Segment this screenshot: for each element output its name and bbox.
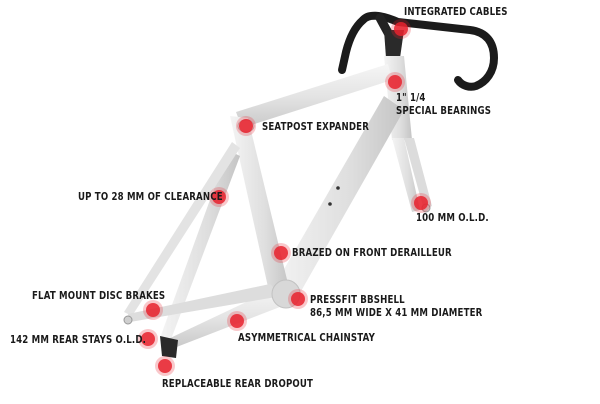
label-integrated-cables: INTEGRATED CABLES <box>404 6 508 19</box>
label-rear-dropout: REPLACEABLE REAR DROPOUT <box>162 378 313 391</box>
label-seatpost-expander-line1: SEATPOST EXPANDER <box>262 121 370 133</box>
rear-dropout-marker[interactable] <box>158 359 172 373</box>
label-rear-old-line1: 142 MM REAR STAYS O.L.D. <box>10 334 147 346</box>
stem <box>384 30 404 58</box>
label-disc-brakes-line1: FLAT MOUNT DISC BRAKES <box>32 290 166 302</box>
label-clearance: UP TO 28 MM OF CLEARANCE <box>78 191 223 204</box>
label-clearance-line1: UP TO 28 MM OF CLEARANCE <box>78 191 223 203</box>
label-disc-brakes: FLAT MOUNT DISC BRAKES <box>32 290 165 303</box>
integrated-cables-marker[interactable] <box>394 22 408 36</box>
label-bbshell-line1: PRESSFIT BBSHELL <box>310 294 405 306</box>
label-front-old-line1: 100 MM O.L.D. <box>416 212 489 224</box>
label-front-old: 100 MM O.L.D. <box>416 212 489 225</box>
label-bbshell-line2: 86,5 MM WIDE X 41 MM DIAMETER <box>310 307 483 319</box>
down-tube <box>272 96 404 300</box>
label-special-bearings-line1: 1" 1/4 <box>396 92 426 104</box>
label-chainstay-line1: ASYMMETRICAL CHAINSTAY <box>238 332 375 344</box>
label-front-derailleur-line1: BRAZED ON FRONT DERAILLEUR <box>292 247 452 259</box>
clearance-marker[interactable] <box>212 190 226 204</box>
disc-brakes-marker[interactable] <box>146 303 160 317</box>
rear-old-marker[interactable] <box>141 332 155 346</box>
chainstay-marker[interactable] <box>230 314 244 328</box>
label-bbshell: PRESSFIT BBSHELL 86,5 MM WIDE X 41 MM DI… <box>310 294 482 320</box>
fork <box>392 138 432 212</box>
bbshell-marker[interactable] <box>291 292 305 306</box>
label-rear-old: 142 MM REAR STAYS O.L.D. <box>10 334 146 347</box>
label-front-derailleur: BRAZED ON FRONT DERAILLEUR <box>292 247 452 260</box>
label-special-bearings: 1" 1/4 SPECIAL BEARINGS <box>396 92 491 118</box>
label-integrated-cables-line1: INTEGRATED CABLES <box>404 6 508 18</box>
front-old-marker[interactable] <box>414 196 428 210</box>
rear-dropout-part <box>160 336 178 358</box>
seatpost-expander-marker[interactable] <box>239 119 253 133</box>
label-chainstay: ASYMMETRICAL CHAINSTAY <box>238 332 375 345</box>
seat-tube <box>230 116 290 296</box>
label-seatpost-expander: SEATPOST EXPANDER <box>262 121 369 134</box>
label-rear-dropout-line1: REPLACEABLE REAR DROPOUT <box>162 378 314 390</box>
special-bearings-marker[interactable] <box>388 75 402 89</box>
front-derailleur-marker[interactable] <box>274 246 288 260</box>
top-tube <box>236 64 392 128</box>
label-special-bearings-line2: SPECIAL BEARINGS <box>396 105 492 117</box>
feature-markers <box>138 19 431 376</box>
